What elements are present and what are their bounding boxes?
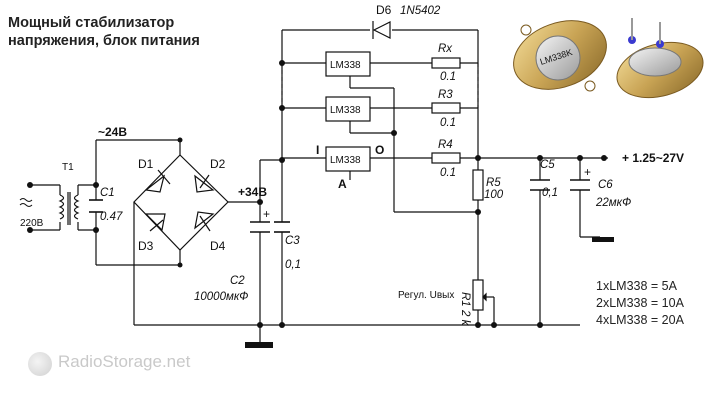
rx-label: Rx	[438, 43, 453, 55]
c6-plus: +	[584, 165, 591, 179]
r3-label: R3	[438, 89, 453, 101]
c6-label: C6	[598, 179, 613, 191]
r5-label: R5	[486, 177, 501, 189]
diode-d3-bar	[149, 219, 164, 232]
c5-label: C5	[540, 159, 555, 171]
bridge-diodes	[144, 169, 215, 232]
d6-part-label: 1N5402	[400, 5, 441, 17]
capacitors-c5-c6	[530, 179, 590, 191]
mains-wave-icon	[19, 198, 33, 207]
diode-d3	[144, 213, 166, 232]
wires	[30, 29, 608, 342]
capacitor-c1	[89, 199, 103, 213]
regulator-boxes	[325, 51, 371, 172]
ground-symbol	[245, 342, 273, 348]
capacitors-c2-c3	[250, 221, 290, 233]
potentiometer-wiper	[482, 292, 494, 302]
c2-plus: +	[263, 207, 270, 221]
regulator-1-label: LM338	[330, 60, 361, 71]
output-voltage-label: + 1.25~27V	[622, 151, 684, 165]
regulator-3-label: LM338	[330, 155, 361, 166]
watermark-logo-icon	[28, 352, 52, 376]
title-line-1: Мощный стабилизатор	[8, 15, 175, 31]
d4-label: D4	[210, 239, 226, 253]
c2-label: C2	[230, 275, 245, 287]
c3-value: 0,1	[285, 259, 301, 271]
c3-label: C3	[285, 235, 300, 247]
regulator-2-label: LM338	[330, 105, 361, 116]
c5-value: 0,1	[542, 187, 558, 199]
rating-3: 4xLM338 = 20A	[596, 313, 684, 327]
d6-label: D6	[376, 3, 392, 17]
diode-d2-bar	[199, 174, 210, 189]
r1-value: 2 k	[459, 309, 471, 327]
d1-label: D1	[138, 157, 154, 171]
r1-label: R1	[459, 292, 471, 307]
pin-a-label: A	[338, 177, 347, 191]
c1-value: 0.47	[100, 211, 123, 223]
ac-voltage-label: ~24В	[98, 125, 127, 139]
r3-value: 0.1	[440, 117, 456, 129]
diode-d6	[372, 21, 391, 39]
ground-symbol-c6	[592, 237, 614, 242]
current-ratings: 1xLM338 = 5A 2xLM338 = 10A 4xLM338 = 20A	[596, 278, 684, 329]
rating-2: 2xLM338 = 10A	[596, 296, 684, 310]
pin-o-label: O	[375, 143, 384, 157]
dc-voltage-label: +34В	[238, 185, 267, 199]
d3-label: D3	[138, 239, 154, 253]
junctions	[27, 60, 607, 328]
pin-i-label: I	[316, 143, 319, 157]
diode-d4-bar	[199, 215, 211, 232]
transformer-t1	[58, 192, 80, 225]
title-line-2: напряжения, блок питания	[8, 33, 200, 49]
adjust-label: Регул. Uвых	[398, 290, 454, 301]
optional-links	[281, 63, 479, 108]
diode-d1-bar	[157, 169, 171, 185]
mains-label: 220В	[20, 218, 44, 229]
d2-label: D2	[210, 157, 226, 171]
r4-label: R4	[438, 139, 453, 151]
lm338k-photo: LM338K	[513, 18, 704, 99]
rx-value: 0.1	[440, 71, 456, 83]
r5-value: 100	[484, 189, 504, 201]
diode-d1	[144, 174, 166, 193]
diagram-title: Мощный стабилизатор напряжения, блок пит…	[8, 14, 200, 50]
watermark: RadioStorage.net	[58, 352, 191, 371]
rating-1: 1xLM338 = 5A	[596, 279, 677, 293]
resistors	[431, 57, 484, 311]
c2-value: 10000мкФ	[194, 291, 248, 303]
c1-label: C1	[100, 187, 115, 199]
c6-value: 22мкФ	[595, 197, 631, 209]
t1-label: T1	[62, 162, 74, 173]
r4-value: 0.1	[440, 167, 456, 179]
